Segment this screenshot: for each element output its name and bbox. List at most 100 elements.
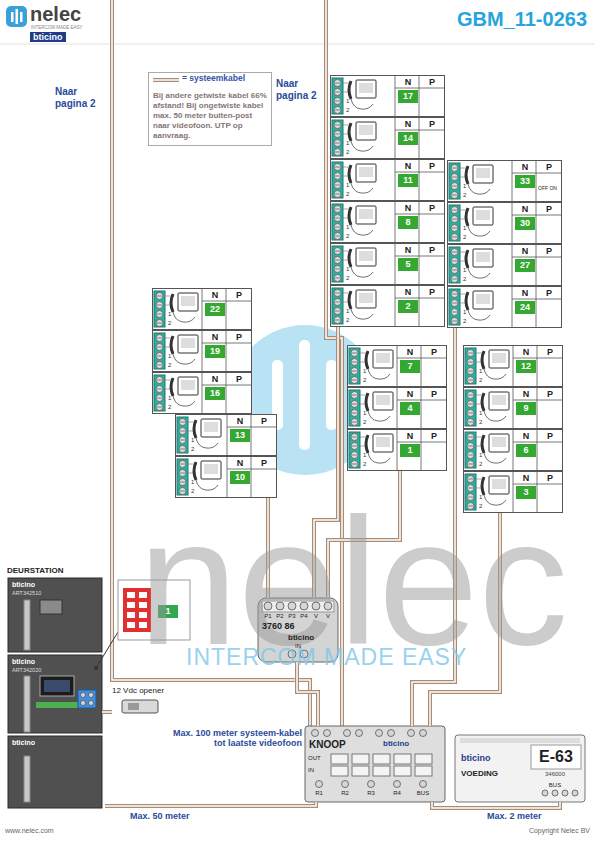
videophone-icon xyxy=(536,286,537,328)
terminal-number: 2 xyxy=(168,362,176,369)
legend-cable-sample xyxy=(153,80,179,81)
knoop-drawing xyxy=(415,754,432,764)
videophone-icon xyxy=(419,117,420,159)
videophone-icon xyxy=(366,435,368,453)
unit-number: 10 xyxy=(230,471,250,484)
videophone-icon xyxy=(171,294,173,312)
videophone-unit: NP912 xyxy=(463,387,563,429)
videophone-icon xyxy=(421,345,422,387)
videophone-icon xyxy=(351,434,358,441)
videophone-icon xyxy=(157,389,162,390)
videophone-icon xyxy=(157,338,162,339)
videophone-icon xyxy=(373,434,393,452)
videophone-icon xyxy=(156,320,163,327)
videophone-icon xyxy=(366,351,368,369)
videophone-icon xyxy=(351,141,373,151)
videophone-icon xyxy=(467,452,474,459)
device-label: 12 Vdc opener xyxy=(112,686,176,696)
videophone-icon xyxy=(537,387,538,429)
videophone-icon xyxy=(351,309,373,319)
device-label: bticino xyxy=(12,739,92,747)
distributor: P1P2P3P4VV3760 86bticinoIN xyxy=(258,598,338,662)
videophone-icon xyxy=(452,210,457,211)
power-supply-drawing xyxy=(531,745,581,769)
videophone-icon xyxy=(352,380,357,381)
videophone-icon xyxy=(451,318,458,325)
column-header: P xyxy=(537,288,561,299)
videophone-icon xyxy=(451,216,458,223)
note-text: Bij andere getwiste kabel 66% afstand! B… xyxy=(153,91,267,141)
videophone-icon xyxy=(449,289,460,325)
videophone-icon xyxy=(473,165,493,183)
videophone-icon xyxy=(157,305,162,306)
terminal-number: 2 xyxy=(346,317,354,324)
videophone-icon xyxy=(334,290,341,297)
videophone-icon xyxy=(376,395,390,405)
videophone-icon xyxy=(156,311,163,318)
videophone-icon xyxy=(335,125,340,126)
videophone-icon xyxy=(473,291,493,309)
videophone-icon xyxy=(335,227,340,228)
header xyxy=(20,12,23,22)
videophone-icon xyxy=(335,236,340,237)
videophone-unit: NP1212 xyxy=(463,345,563,387)
videophone-icon xyxy=(452,294,457,295)
knoop-drawing xyxy=(394,754,411,764)
videophone-icon xyxy=(173,312,195,322)
videophone-unit: NP3012 xyxy=(447,202,562,244)
videophone-icon xyxy=(351,392,358,399)
unit-number: 19 xyxy=(205,345,225,358)
videophone-icon xyxy=(397,429,398,471)
dip-switch-drawing xyxy=(127,622,135,628)
device-label: V xyxy=(310,613,322,620)
column-header: P xyxy=(538,389,562,400)
knoop-drawing xyxy=(305,726,445,802)
terminal-number: 2 xyxy=(346,191,354,198)
videophone-icon xyxy=(352,395,357,396)
videophone-icon xyxy=(194,420,196,438)
unit-number: 17 xyxy=(398,90,418,103)
videophone-icon xyxy=(512,244,513,286)
videophone-icon xyxy=(349,123,351,141)
videophone-icon xyxy=(157,347,162,348)
knoop-drawing xyxy=(344,730,351,737)
unit-number: 8 xyxy=(398,216,418,229)
videophone-icon xyxy=(452,252,457,253)
videophone-icon xyxy=(352,437,357,438)
videophone-icon xyxy=(334,299,341,306)
knoop-drawing xyxy=(324,730,331,737)
videophone-icon xyxy=(536,244,537,286)
videophone-icon xyxy=(351,419,358,426)
videophone-icon xyxy=(449,205,460,241)
system-cable xyxy=(432,802,560,808)
videophone-icon xyxy=(397,345,398,387)
videophone-icon xyxy=(335,143,340,144)
column-header: P xyxy=(422,389,446,400)
videophone-icon xyxy=(482,435,484,453)
videophone-icon xyxy=(179,470,186,477)
unit-number: 22 xyxy=(205,303,225,316)
terminal-number: 2 xyxy=(168,404,176,411)
videophone-icon xyxy=(492,479,506,489)
terminal-number: 2 xyxy=(463,276,471,283)
videophone-icon xyxy=(334,233,341,240)
videophone-icon xyxy=(157,407,162,408)
videophone-icon xyxy=(359,167,373,177)
column-header: P xyxy=(252,458,276,469)
cable-length: Max. 50 meter xyxy=(128,811,192,821)
videophone-icon xyxy=(349,432,360,468)
door-station-drawing xyxy=(81,701,86,706)
device-label: 346000 xyxy=(535,771,575,778)
door-module: bticinoART342510 xyxy=(8,578,102,652)
videophone-unit: NP3312 xyxy=(447,160,562,202)
videophone-icon xyxy=(452,270,457,271)
terminal-number: 1 xyxy=(479,410,487,417)
videophone-icon xyxy=(468,437,473,438)
column-header: N xyxy=(203,332,227,343)
column-header: N xyxy=(398,431,422,442)
door-station-drawing xyxy=(8,736,102,808)
system-cable xyxy=(102,710,112,714)
videophone-icon xyxy=(334,107,341,114)
videophone-icon xyxy=(465,348,476,384)
videophone-icon xyxy=(451,174,458,181)
